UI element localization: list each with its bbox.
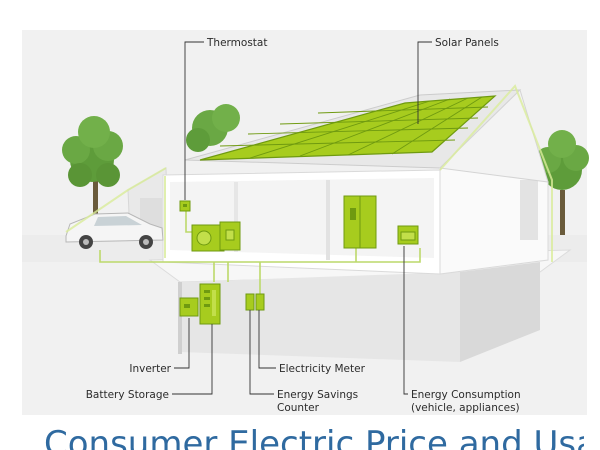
label-energy-savings-line2: Counter: [277, 402, 320, 414]
electric-car: [65, 212, 164, 249]
solar-panel-array: [199, 95, 497, 161]
house-glow-outline: [65, 84, 553, 262]
label-thermostat: Thermostat: [206, 37, 267, 49]
tree-left: [62, 116, 123, 220]
inverter-device: [179, 297, 199, 317]
battery-storage-device: [199, 283, 221, 325]
refrigerator: [343, 195, 377, 249]
oven: [397, 225, 419, 245]
label-energy-consumption-line1: Energy Consumption: [411, 389, 521, 401]
tree-behind-house: [186, 104, 240, 152]
thermostat-device: [179, 200, 191, 212]
label-battery-storage: Battery Storage: [86, 389, 169, 401]
label-solar-panels: Solar Panels: [435, 37, 499, 49]
caption-heading-cropped: Consumer Electric Price and Usage: [44, 424, 584, 450]
label-electricity-meter: Electricity Meter: [279, 363, 366, 375]
label-inverter: Inverter: [129, 363, 171, 375]
leader-lines: [172, 41, 432, 395]
label-energy-consumption-line2: (vehicle, appliances): [411, 402, 520, 414]
label-energy-savings-line1: Energy Savings: [277, 389, 358, 401]
washer-dryer: [191, 221, 241, 252]
